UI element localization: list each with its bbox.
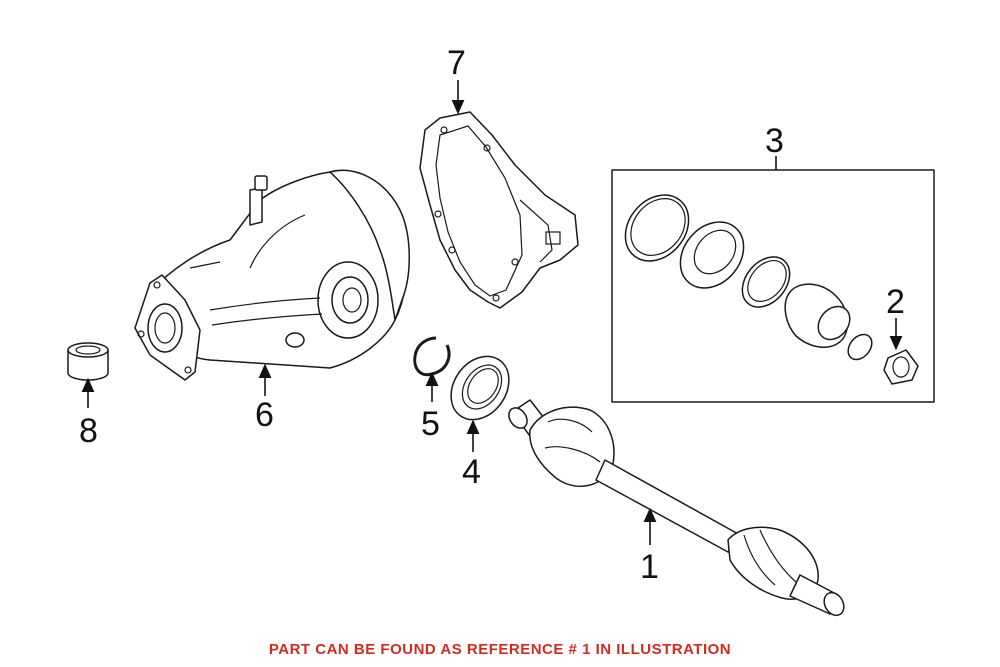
- callout-7: 7: [447, 44, 466, 82]
- part-1-axle-shaft: [508, 399, 845, 617]
- part-2-nut: [883, 349, 919, 385]
- part-8-bushing: [67, 342, 109, 381]
- part-3-boot-kit: [611, 169, 935, 403]
- footer-note: PART CAN BE FOUND AS REFERENCE # 1 IN IL…: [268, 641, 732, 658]
- leader-lines: [81, 80, 903, 545]
- callout-3: 3: [765, 122, 784, 160]
- callout-1: 1: [640, 548, 659, 586]
- callout-8: 8: [79, 412, 98, 450]
- part-5-snap-ring: [413, 336, 451, 377]
- part-7-cover-plate: [419, 111, 579, 309]
- callout-2: 2: [886, 283, 905, 321]
- callout-5: 5: [421, 405, 440, 443]
- callout-4: 4: [462, 453, 481, 491]
- part-4-seal: [450, 355, 510, 421]
- callout-6: 6: [255, 396, 274, 434]
- part-6-differential-housing: [134, 169, 410, 381]
